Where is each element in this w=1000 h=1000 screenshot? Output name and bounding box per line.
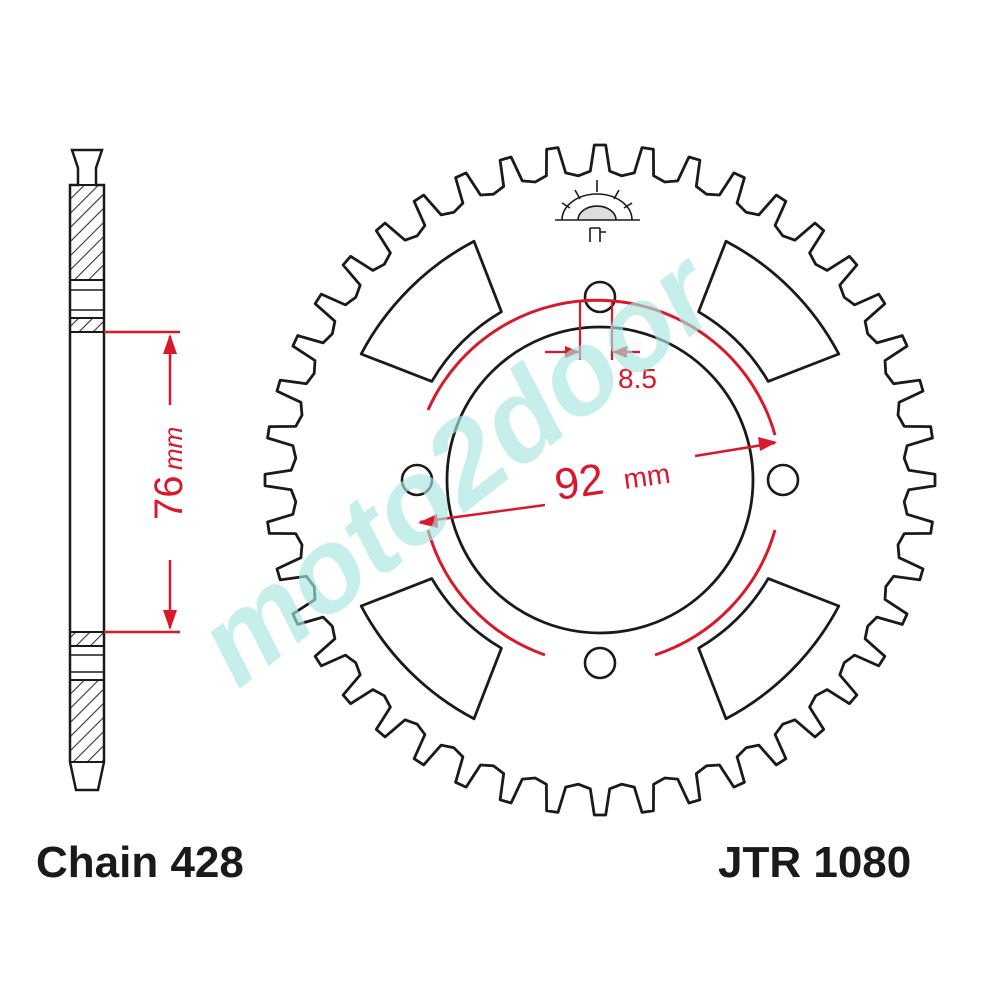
bolt-holes <box>400 280 800 680</box>
lightening-window <box>359 239 503 383</box>
pcd-dimension-line <box>418 437 777 528</box>
pcd-dimension-unit: mm <box>622 458 673 495</box>
sprocket-tooth-outline <box>263 143 937 817</box>
bolt-hole <box>400 463 434 497</box>
part-number-label: JTR 1080 <box>718 838 912 887</box>
lightening-window <box>359 577 503 721</box>
side-dimension-76 <box>104 330 180 634</box>
side-dimension-unit: mm <box>158 427 188 470</box>
lightening-windows <box>359 239 841 721</box>
bolt-hole-dimension-value: 8.5 <box>618 363 657 394</box>
jt-logo-icon <box>555 180 640 242</box>
pcd-dimension-value: 92 <box>552 455 607 510</box>
bolt-hole-dimension <box>545 300 640 360</box>
center-bore <box>445 325 755 635</box>
bolt-hole <box>766 463 800 497</box>
side-dimension-value: 76 <box>147 476 191 521</box>
hatched-hub-top <box>69 317 105 333</box>
hatched-rim-top <box>69 184 105 281</box>
bolt-hole <box>583 646 617 680</box>
hatched-rim-bottom <box>69 679 105 763</box>
bolt-hole <box>583 280 617 314</box>
sprocket-front-view: 92 mm 8.5 <box>263 143 937 817</box>
side-profile-view: 76 mm <box>68 148 191 792</box>
lightening-window <box>697 577 841 721</box>
hatched-hub-bottom <box>69 631 105 647</box>
pcd-circle <box>426 298 777 657</box>
chain-size-label: Chain 428 <box>36 838 244 887</box>
lightening-window <box>697 239 841 383</box>
